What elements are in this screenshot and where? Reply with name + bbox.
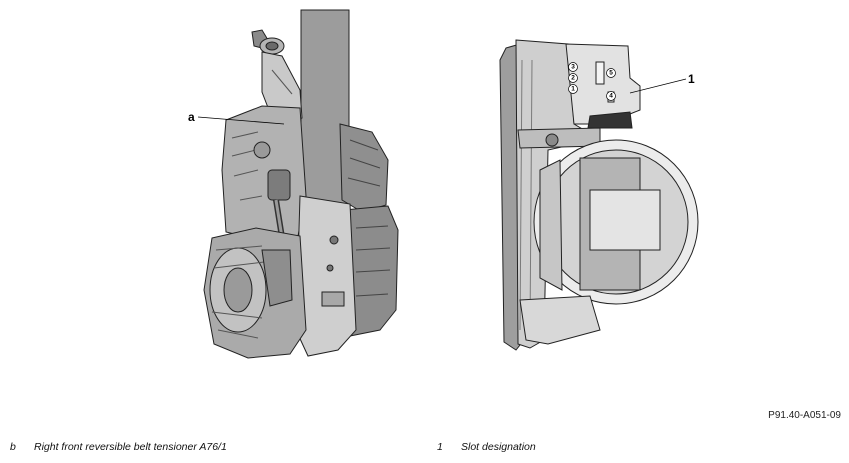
legend-key: b [10,441,16,453]
pin-2: 2 [571,75,575,82]
housing-left [221,105,307,241]
pin-3: 3 [571,64,575,71]
legend-key: 1 [437,441,443,453]
mounting-bolt [251,29,285,55]
pin-4: 4 [609,93,613,100]
callout-a: a [188,110,285,125]
belt-tensioner-illustration [203,9,399,359]
side-view-illustration: 3 2 1 5 4 [499,39,699,351]
cable-connector [267,169,291,201]
svg-text:a: a [188,110,195,124]
legend-item-1: 1 Slot designation [437,441,536,453]
svg-text:1: 1 [688,72,695,86]
callout-1: 1 [629,72,695,94]
pin-1: 1 [571,86,575,93]
legend-item-b: b Right front reversible belt tensioner A… [10,441,227,453]
gear-housing-upper [339,123,389,213]
legend-text: Slot designation [461,441,536,453]
pin-labels: 3 2 1 5 4 [568,62,616,101]
legend-text: Right front reversible belt tensioner A7… [34,441,227,453]
pin-5: 5 [609,70,613,77]
document-reference: P91.40-A051-09 [768,410,841,421]
